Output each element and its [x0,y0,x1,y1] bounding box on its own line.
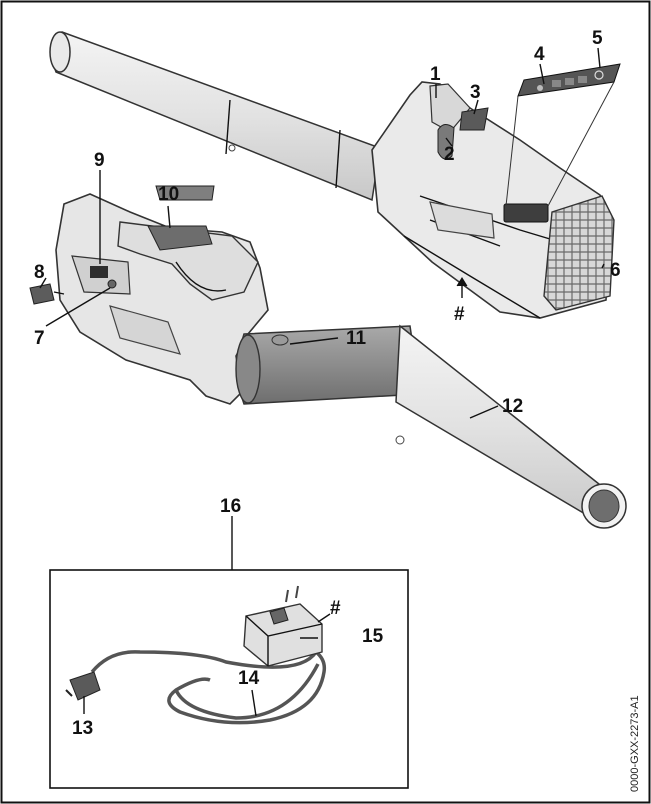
tube-opening-rear [49,31,71,73]
callout-5: 5 [592,28,603,49]
callout-hash-charger: # [330,598,341,619]
callout-11: 11 [346,328,367,349]
charger-plug [69,671,101,701]
battery-indicator-window [503,203,549,223]
callout-8: 8 [34,262,45,283]
blower-tube-inner [237,325,421,405]
trigger-exploded [155,185,215,201]
callout-14: 14 [238,668,260,689]
charger-assembly [65,585,327,725]
document-id: 0000-GXX-2273-A1 [629,695,641,792]
callout-12: 12 [502,396,523,417]
charge-led [107,279,117,289]
callout-13: 13 [72,718,93,739]
blower-front [29,185,627,529]
callout-2: 2 [444,144,455,165]
callout-3: 3 [470,82,481,103]
blower-handle-front [117,221,259,301]
power-icon [594,70,604,80]
callout-1: 1 [430,64,441,85]
trigger-button [437,124,455,160]
charge-port [90,266,108,278]
callout-15: 15 [362,626,384,647]
callouts: 1 2 3 4 5 6 7 8 9 10 11 12 13 14 15 16 #… [34,28,621,739]
callout-10: 10 [158,184,179,205]
air-intake-grille [543,195,615,311]
trigger-front [147,225,213,251]
charger-box [49,569,409,789]
callout-9: 9 [94,150,105,171]
adapter-prongs [285,585,299,603]
speed-switch [459,107,489,131]
callout-hash-blower: # [454,304,465,325]
leader-lines [39,47,605,717]
callout-7: 7 [34,328,45,349]
handle-top [429,83,471,133]
callout-6: 6 [610,260,621,281]
callout-16: 16 [220,496,241,517]
charger-cable [90,650,327,725]
callout-4: 4 [534,44,545,65]
blower-rear [49,31,621,319]
power-adapter [243,603,323,667]
charge-port-cap [29,283,55,305]
